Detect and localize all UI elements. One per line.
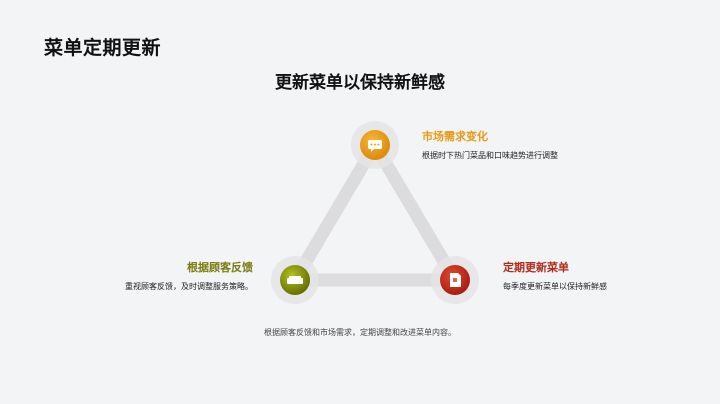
node-market-demand (360, 130, 390, 160)
label-menu-update: 定期更新菜单 每季度更新菜单以保持新鲜感 (503, 259, 607, 292)
footer-note: 根据顾客反馈和市场需求，定期调整和改进菜单内容。 (264, 328, 456, 337)
document-icon (450, 273, 461, 287)
node-description: 根据时下热门菜品和口味趋势进行调整 (422, 151, 558, 160)
label-market-demand: 市场需求变化 根据时下热门菜品和口味趋势进行调整 (422, 128, 558, 161)
page-title: 菜单定期更新 (44, 37, 162, 59)
label-customer-feedback: 根据顾客反馈 重视顾客反馈，及时调整服务策略。 (125, 259, 253, 292)
node-title: 市场需求变化 (422, 130, 488, 143)
node-menu-update (440, 265, 470, 295)
node-description: 重视顾客反馈，及时调整服务策略。 (125, 282, 253, 291)
triangle-edges (288, 138, 462, 287)
node-description: 每季度更新菜单以保持新鲜感 (503, 282, 607, 291)
page-subtitle: 更新菜单以保持新鲜感 (275, 73, 445, 93)
node-customer-feedback (280, 265, 310, 295)
sofa-icon (287, 276, 303, 284)
chat-bubble-icon (368, 140, 382, 152)
node-title: 定期更新菜单 (503, 261, 569, 274)
node-title: 根据顾客反馈 (187, 261, 253, 274)
